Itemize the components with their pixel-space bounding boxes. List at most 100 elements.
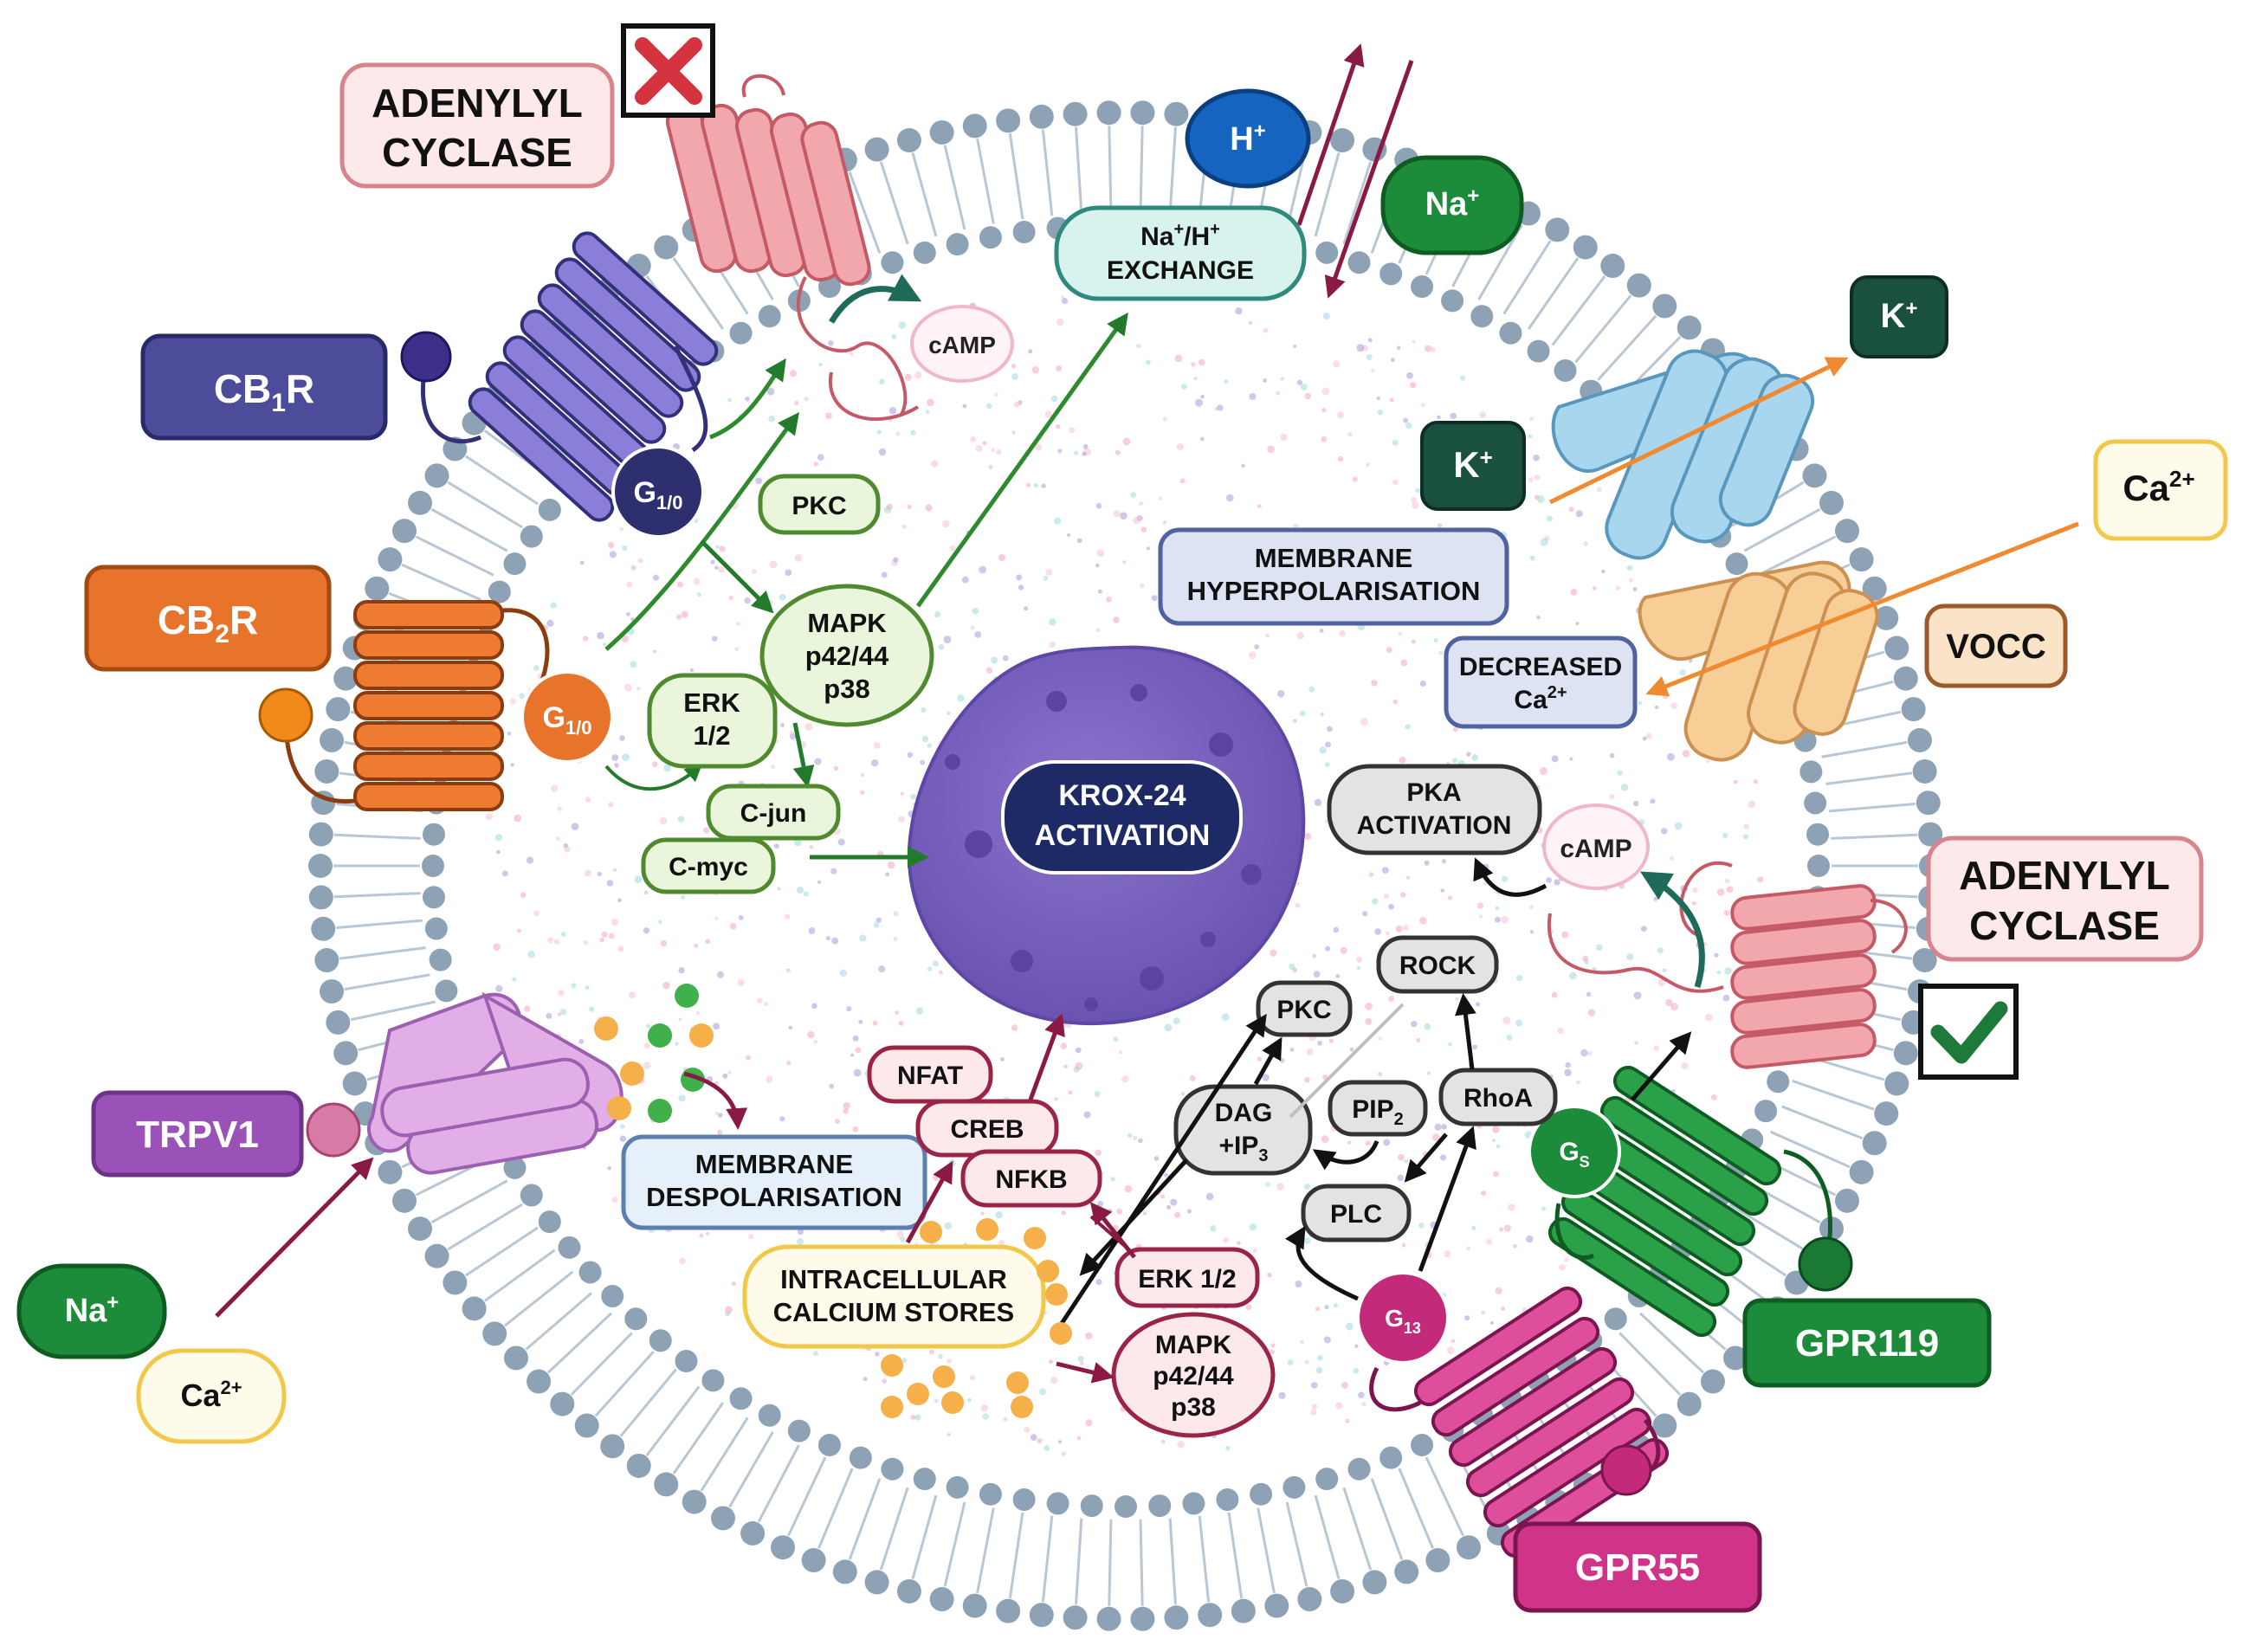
cytoplasm-speckle — [900, 791, 904, 796]
membrane-tail — [817, 1468, 854, 1549]
cytoplasm-speckle — [728, 596, 733, 601]
cytoplasm-speckle — [1280, 433, 1288, 442]
cytoplasm-speckle — [1030, 1434, 1037, 1441]
membrane-tail — [1477, 223, 1523, 300]
membrane-tail — [1831, 833, 1918, 840]
ca-stores-to-nfat-arrow — [905, 1160, 953, 1244]
cytoplasm-speckle — [929, 1349, 934, 1355]
cytoplasm-speckle — [1436, 415, 1441, 420]
cytoplasm-speckle — [1378, 1072, 1382, 1077]
cytoplasm-speckle — [1308, 686, 1315, 693]
cytoplasm-speckle — [843, 1101, 850, 1110]
g-to-mapk-arrow — [700, 539, 774, 614]
cytoplasm-speckle — [1095, 563, 1100, 568]
cytoplasm-speckle — [660, 939, 668, 947]
cytoplasm-speckle — [1130, 492, 1137, 499]
cytoplasm-speckle — [995, 1210, 1003, 1219]
membrane-tail — [1551, 275, 1606, 346]
cytoplasm-speckle — [789, 370, 798, 378]
cytoplasm-speckle — [1381, 867, 1389, 874]
membrane-tail — [700, 1416, 749, 1492]
membrane-bead — [675, 1350, 698, 1373]
cytoplasm-speckle — [1679, 669, 1686, 676]
membrane-tail — [943, 145, 966, 230]
na-ion-top-label: Na+ — [1425, 184, 1480, 223]
cytoplasm-speckle — [1398, 1153, 1405, 1161]
membrane-bead — [1283, 1475, 1306, 1499]
pip2-to-dag-arrow — [1312, 1139, 1379, 1171]
cytoplasm-speckle — [551, 784, 559, 792]
cytoplasm-speckle — [1564, 1068, 1572, 1077]
cytoplasm-speckle — [1401, 1243, 1406, 1248]
cytoplasm-speckle — [611, 754, 619, 762]
cytoplasm-speckle — [643, 1042, 650, 1049]
rock-label: ROCK — [1399, 952, 1476, 980]
membrane-bead — [654, 1472, 679, 1497]
membrane-bead — [771, 1535, 796, 1560]
membrane-bead — [422, 855, 444, 877]
membrane-bead — [520, 525, 543, 548]
membrane-bead — [1754, 1100, 1778, 1123]
cytoplasm-speckle — [808, 927, 816, 934]
plc-label: PLC — [1330, 1200, 1382, 1229]
cytoplasm-speckle — [901, 1358, 908, 1364]
cytoplasm-speckle — [1324, 762, 1330, 767]
g13-to-rhoa-arrow — [1418, 1126, 1476, 1272]
cytoplasm-speckle — [1397, 1174, 1404, 1182]
membrane-bead — [1918, 822, 1943, 847]
mapk-to-cjun-arrow — [792, 722, 815, 788]
cytoplasm-speckle — [1324, 1305, 1329, 1310]
cytoplasm-speckle — [1592, 586, 1597, 590]
cytoplasm-speckle — [1186, 1209, 1192, 1214]
cytoplasm-speckle — [1378, 1036, 1382, 1041]
cytoplasm-speckle — [583, 939, 589, 945]
cytoplasm-speckle — [974, 631, 982, 638]
cytoplasm-speckle — [493, 943, 501, 952]
cytoplasm-speckle — [1025, 482, 1031, 487]
cytoplasm-speckle — [1392, 439, 1399, 446]
cytoplasm-speckle — [1503, 1224, 1511, 1232]
cytoplasm-speckle — [1153, 1155, 1160, 1161]
cytoplasm-speckle — [621, 635, 629, 642]
cytoplasm-speckle — [1321, 387, 1330, 396]
cytoplasm-speckle — [1082, 443, 1089, 449]
cytoplasm-speckle — [727, 397, 733, 403]
cytoplasm-speckle — [1295, 902, 1301, 908]
cytoplasm-speckle — [777, 887, 781, 891]
cytoplasm-speckle — [1723, 910, 1730, 916]
k-ion-inner-box — [1420, 421, 1526, 511]
calcium-sodium-particles-trpv1 — [594, 984, 714, 1123]
cytoplasm-speckle — [1249, 1223, 1257, 1231]
cytoplasm-speckle — [811, 1003, 817, 1010]
cytoplasm-speckle — [1327, 726, 1333, 732]
cytoplasm-speckle — [736, 622, 741, 626]
membrane-tail — [1769, 1130, 1851, 1169]
cytoplasm-speckle — [699, 1233, 704, 1238]
rhoa-to-plc-arrow — [1404, 1133, 1448, 1183]
cytoplasm-speckle — [1569, 971, 1577, 980]
cytoplasm-speckle — [718, 566, 725, 573]
cytoplasm-speckle — [785, 968, 791, 973]
membrane-bead — [503, 1156, 527, 1179]
membrane-bead — [1080, 1494, 1103, 1518]
cytoplasm-speckle — [1645, 732, 1652, 739]
cytoplasm-speckle — [606, 880, 614, 887]
membrane-bead — [1216, 1487, 1239, 1511]
membrane-bead — [1893, 666, 1918, 691]
cytoplasm-speckle — [895, 1010, 899, 1015]
cytoplasm-speckle — [1083, 1111, 1091, 1119]
cytoplasm-speckle — [1333, 1302, 1339, 1308]
cytoplasm-speckle — [975, 444, 983, 452]
cytoplasm-speckle — [751, 569, 757, 574]
cytoplasm-speckle — [773, 843, 779, 849]
cytoplasm-speckle — [1164, 1172, 1168, 1178]
cytoplasm-speckle — [878, 965, 886, 973]
cytoplasm-speckle — [1174, 1211, 1181, 1218]
cytoplasm-speckle — [1136, 343, 1141, 349]
cytoplasm-speckle — [1716, 970, 1722, 975]
h-ion-label: H+ — [1230, 119, 1265, 158]
cytoplasm-speckle — [558, 990, 565, 997]
cytoplasm-speckle — [1296, 631, 1304, 640]
membrane-bead — [308, 885, 333, 910]
